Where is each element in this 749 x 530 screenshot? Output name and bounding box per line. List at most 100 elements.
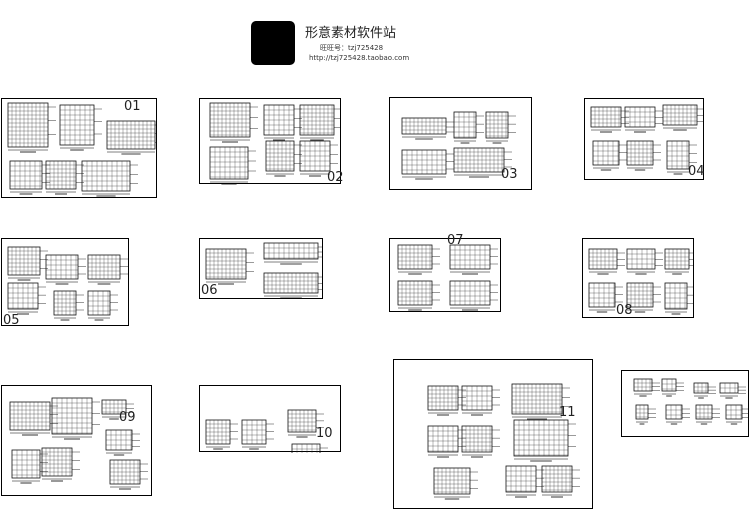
drawing-view [449, 244, 498, 275]
drawing-view [427, 385, 466, 416]
drawing-view [635, 404, 656, 425]
drawing-view [81, 160, 138, 197]
drawing-view [397, 280, 440, 311]
drawing-view [287, 409, 324, 438]
drawing-view [263, 242, 322, 265]
drawing-sheet-04[interactable]: 04 [584, 98, 705, 180]
drawing-view [7, 282, 46, 315]
drawing-sheet-03[interactable]: 03 [389, 97, 532, 190]
sheet-linework [205, 242, 322, 299]
drawing-sheet-09[interactable]: 09 [1, 385, 152, 496]
drawing-view [541, 465, 580, 498]
drawing-view [725, 404, 748, 425]
sheet-number: 04 [688, 164, 705, 179]
drawing-view [209, 102, 258, 143]
drawing-view [87, 254, 128, 285]
sheet-number: 06 [201, 283, 218, 298]
sheet-linework [397, 244, 498, 311]
drawing-view [109, 459, 148, 490]
drawing-sheet-08[interactable]: 08 [582, 238, 694, 318]
sheet-number: 07 [447, 233, 464, 248]
shop-url[interactable]: http://tzj725428.taobao.com [309, 54, 410, 62]
drawing-view [51, 397, 100, 440]
drawing-view [53, 290, 84, 321]
drawing-view [693, 382, 716, 399]
drawing-view [449, 280, 498, 311]
sheet-number: 01 [124, 99, 141, 114]
drawing-view [397, 244, 440, 275]
sheet-linework [7, 246, 128, 321]
drawing-view [401, 149, 454, 180]
drawing-view [592, 140, 627, 171]
sheet-number: 10 [316, 426, 333, 441]
drawing-view [626, 248, 663, 275]
drawing-view [505, 465, 544, 498]
drawing-view [7, 102, 56, 153]
shop-logo [251, 21, 295, 65]
drawing-view [461, 425, 500, 458]
drawing-view [9, 401, 58, 436]
sheet-linework [588, 248, 693, 315]
sheet-linework [427, 383, 580, 500]
drawing-view [263, 104, 302, 141]
drawing-sheet-10[interactable]: 10 [199, 385, 341, 453]
sheet-linework [9, 397, 148, 490]
drawing-view [106, 120, 156, 155]
drawing-view [511, 383, 570, 420]
drawing-view [626, 282, 661, 313]
drawing-view [59, 104, 102, 151]
drawing-view [401, 117, 454, 140]
sheet-linework [401, 111, 516, 180]
drawing-view [41, 447, 80, 482]
drawing-view [241, 419, 274, 450]
drawing-view [87, 290, 118, 321]
drawing-view [291, 443, 328, 453]
drawing-view [513, 419, 576, 462]
drawing-view [209, 146, 256, 185]
drawing-view [7, 246, 48, 281]
sheet-linework [209, 102, 340, 185]
wangwang-id: 旺旺号：tzj725428 [320, 44, 384, 52]
drawing-view [695, 404, 720, 425]
sheet-number: 03 [501, 167, 518, 182]
drawing-sheet-11[interactable]: 11 [393, 359, 593, 509]
drawing-sheet-07[interactable]: 07 [389, 234, 501, 312]
drawing-view [666, 140, 697, 175]
drawing-view [453, 111, 484, 144]
drawing-sheet-02[interactable]: 02 [199, 98, 344, 185]
sheet-linework [590, 104, 703, 175]
drawing-view [453, 147, 512, 178]
drawing-view [624, 106, 663, 133]
drawing-sheet-01[interactable]: 01 [1, 98, 157, 198]
drawing-view [101, 399, 134, 420]
drawing-view [661, 378, 684, 397]
drawing-sheet-legend[interactable] [621, 370, 749, 437]
drawing-view [485, 111, 516, 144]
drawing-view [662, 104, 703, 131]
drawing-view [205, 248, 254, 285]
drawing-view [664, 248, 693, 275]
sheet-number: 02 [327, 170, 344, 185]
drawing-view [588, 248, 625, 275]
drawing-view [633, 378, 660, 397]
sheet-number: 09 [119, 410, 136, 425]
drawing-view [205, 419, 238, 450]
drawing-view [433, 467, 478, 500]
sheet-number: 05 [3, 313, 20, 328]
drawing-view [299, 140, 338, 177]
sheet-linework [633, 378, 748, 425]
drawing-view [588, 282, 623, 313]
drawing-view [105, 429, 140, 456]
drawing-view [590, 106, 629, 133]
drawing-view [11, 449, 48, 484]
drawing-view [626, 140, 661, 171]
drawing-sheet-06[interactable]: 06 [199, 238, 323, 299]
drawing-view [461, 385, 500, 416]
sheet-number: 11 [559, 405, 576, 420]
sheet-linework [7, 102, 156, 197]
drawing-sheet-05[interactable]: 05 [1, 238, 129, 328]
drawing-view [263, 272, 322, 299]
drawing-view [265, 140, 302, 177]
drawing-view [299, 104, 340, 141]
drawing-view [9, 160, 50, 195]
